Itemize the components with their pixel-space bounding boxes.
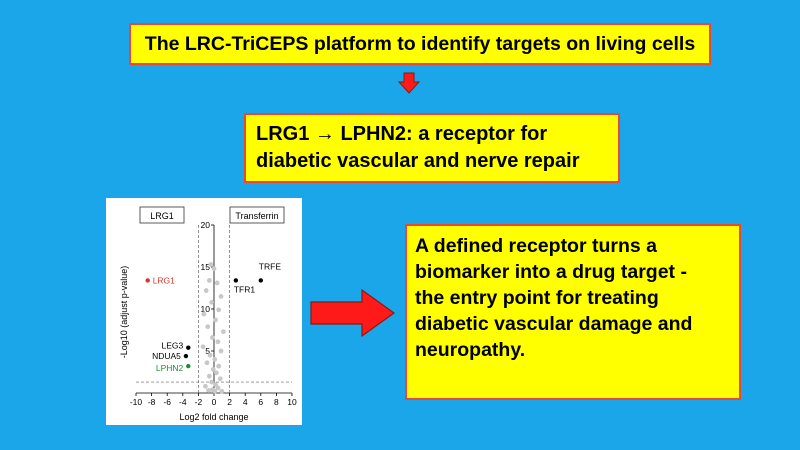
background-point: [218, 348, 224, 354]
background-point: [212, 357, 218, 362]
conclusion-line-3: the entry point for treating: [415, 287, 659, 309]
x-tick-label: 8: [274, 397, 279, 407]
background-point: [211, 266, 217, 272]
background-point: [206, 373, 212, 379]
background-point: [216, 307, 222, 313]
point-label-lphn2: LPHN2: [156, 363, 184, 373]
y-tick-label: 10: [201, 304, 211, 314]
background-point: [210, 335, 215, 340]
volcano-plot: LRG1 Transferrin Log2 fold change -Log10…: [106, 198, 302, 425]
x-tick-label: 6: [258, 397, 263, 407]
x-axis-label: Log2 fold change: [179, 412, 248, 422]
point-tfr1: [233, 278, 239, 283]
x-tick-label: -6: [163, 397, 171, 407]
finding-line-1: LRG1 → LPHN2: a receptor for: [256, 123, 548, 145]
background-point: [200, 344, 206, 350]
legend-transferrin: Transferrin: [235, 211, 278, 221]
y-tick-label: 20: [201, 220, 211, 230]
background-point: [208, 262, 214, 267]
finding-line-2: diabetic vascular and nerve repair: [256, 150, 580, 172]
y-tick-label: 5: [205, 346, 210, 356]
x-tick-label: -10: [130, 397, 143, 407]
background-point: [203, 288, 209, 293]
conclusion-box: A defined receptor turns a biomarker int…: [405, 224, 741, 400]
background-point: [215, 339, 221, 345]
title-text: The LRC-TriCEPS platform to identify tar…: [144, 32, 696, 55]
legend-lrg1: LRG1: [150, 211, 174, 221]
point-label-lrg1: LRG1: [153, 275, 175, 285]
conclusion-line-1: A defined receptor turns a: [415, 235, 657, 257]
background-point: [206, 388, 211, 393]
y-tick-label: 15: [201, 262, 211, 272]
conclusion-line-5: neuropathy.: [415, 339, 526, 361]
x-tick-label: 10: [287, 397, 297, 407]
point-label-trfe: TRFE: [259, 261, 282, 271]
background-point: [213, 317, 218, 323]
background-point: [214, 280, 220, 286]
background-point: [212, 388, 218, 394]
background-point: [218, 294, 224, 299]
point-label-ndua5: NDUA5: [152, 351, 181, 361]
background-point: [207, 352, 213, 358]
background-point: [203, 383, 208, 389]
background-point: [220, 329, 226, 335]
point-lrg1: [145, 278, 150, 283]
point-label-leg3: LEG3: [162, 341, 184, 351]
point-label-tfr1: TFR1: [234, 284, 256, 294]
y-axis-label: -Log10 (adjust p-value): [119, 266, 129, 359]
point-trfe: [258, 278, 263, 283]
finding-box: LRG1 → LPHN2: a receptor for diabetic va…: [244, 113, 620, 183]
background-point: [213, 382, 218, 387]
point-ndua5: [183, 353, 189, 359]
x-tick-label: -4: [179, 397, 187, 407]
conclusion-line-2: biomarker into a drug target -: [415, 261, 687, 283]
x-tick-label: -8: [148, 397, 156, 407]
x-tick-label: 4: [243, 397, 248, 407]
x-tick-label: -2: [195, 397, 203, 407]
point-leg3: [186, 345, 191, 350]
background-point: [206, 278, 212, 283]
point-lphn2: [186, 363, 191, 369]
title-box: The LRC-TriCEPS platform to identify tar…: [129, 23, 711, 65]
background-point: [210, 367, 216, 372]
background-point: [216, 363, 222, 369]
x-tick-label: 2: [227, 397, 232, 407]
background-point: [205, 324, 211, 330]
background-point: [217, 376, 223, 382]
background-point: [201, 311, 207, 317]
background-point: [209, 299, 215, 305]
background-point: [213, 370, 219, 376]
right-arrow-icon: [310, 288, 396, 338]
background-point: [215, 385, 221, 391]
x-tick-label: 0: [212, 397, 217, 407]
background-point: [209, 379, 215, 385]
background-point: [219, 388, 225, 394]
down-arrow-icon: [398, 72, 420, 94]
background-point: [204, 360, 210, 366]
conclusion-line-4: diabetic vascular damage and: [415, 313, 693, 335]
